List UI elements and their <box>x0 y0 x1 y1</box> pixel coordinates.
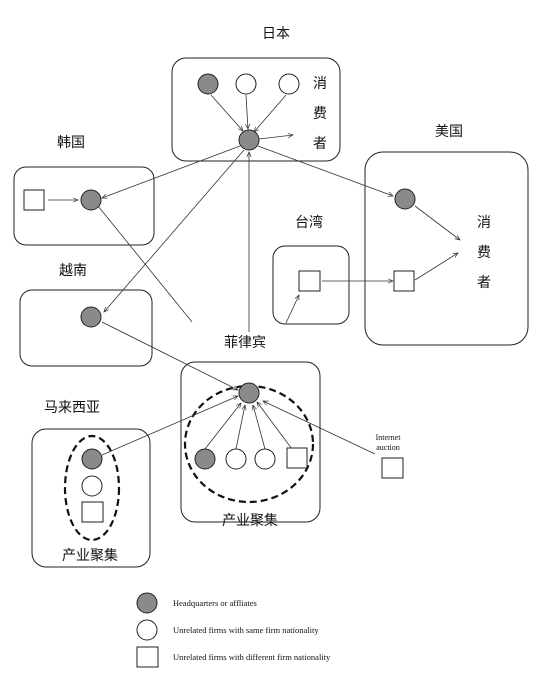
legend-hq-symbol <box>136 592 158 614</box>
jp-hq-node <box>197 73 219 95</box>
jp-consumer-char-2: 费 <box>313 106 327 122</box>
korea-box <box>13 166 155 246</box>
my-diff-firm-node <box>81 501 104 523</box>
legend-same-symbol <box>136 619 158 641</box>
legend-hq-text: Headquarters or affliates <box>173 598 257 608</box>
arrow-into-taiwan <box>285 295 300 324</box>
arrow-jp-same2-to-center <box>254 94 287 132</box>
japan-box <box>171 57 341 162</box>
us-consumer-char-1: 消 <box>477 215 491 231</box>
taiwan-box <box>272 245 350 325</box>
arrow-ph-same2-to-center <box>253 405 266 450</box>
legend-diff-text: Unrelated firms with different firm nati… <box>173 652 331 662</box>
ph-cluster-label: 产业聚集 <box>222 512 278 529</box>
label-philippines: 菲律宾 <box>224 335 266 351</box>
philippines-box <box>180 361 321 523</box>
arrow-jp-to-consumer <box>258 135 293 140</box>
label-malaysia: 马来西亚 <box>44 400 100 416</box>
arrow-us-hq-to-consumer <box>414 205 460 240</box>
jp-same-firm-node-2 <box>278 73 300 95</box>
legend-same-text: Unrelated firms with same firm nationali… <box>173 625 319 635</box>
ph-same-firm-node-1 <box>225 448 247 470</box>
my-same-firm-node <box>81 475 103 497</box>
us-diff-firm-node <box>393 270 415 292</box>
arrow-ph-square-to-center <box>257 402 293 450</box>
label-japan: 日本 <box>262 26 290 42</box>
auction-diff-firm-node <box>381 457 404 479</box>
my-hq-node <box>81 448 103 470</box>
usa-box <box>364 151 529 346</box>
arrow-us-square-to-consumer <box>414 253 458 281</box>
arrow-jp-to-usa <box>257 145 393 196</box>
vn-hq-node <box>80 306 102 328</box>
kr-hq-node <box>80 189 102 211</box>
ph-same-firm-node-2 <box>254 448 276 470</box>
arrow-ph-hq-to-center <box>204 403 241 450</box>
line-korea-to-ph <box>97 205 193 323</box>
arrow-my-to-ph <box>101 396 238 456</box>
arrow-jp-to-vietnam <box>104 149 245 312</box>
auction-label-line-1: Internet <box>376 433 402 442</box>
us-consumer-char-2: 费 <box>477 245 491 261</box>
arrow-vn-to-ph <box>101 321 238 390</box>
arrow-jp-same1-to-center <box>246 94 248 129</box>
label-korea: 韩国 <box>57 135 85 151</box>
us-consumer-char-3: 者 <box>477 275 491 291</box>
legend: Headquarters or affliates Unrelated firm… <box>136 592 331 668</box>
ph-center-hq-node <box>238 382 260 404</box>
tw-diff-firm-node <box>298 270 321 292</box>
arrow-auction-to-ph <box>263 400 376 455</box>
malaysia-cluster-ellipse <box>63 434 121 542</box>
malaysia-box <box>31 428 151 568</box>
label-usa: 美国 <box>435 124 463 140</box>
vietnam-box <box>19 289 153 367</box>
arrow-ph-same1-to-center <box>235 405 245 450</box>
my-cluster-label: 产业聚集 <box>62 547 118 564</box>
us-hq-node <box>394 188 416 210</box>
arrow-jp-hq-to-center <box>210 94 243 131</box>
auction-label-line-2: auction <box>376 443 400 452</box>
kr-diff-firm-node <box>23 189 45 211</box>
legend-diff-symbol <box>136 646 159 668</box>
jp-consumer-char-1: 消 <box>313 76 327 92</box>
ph-diff-firm-node <box>286 447 308 469</box>
label-taiwan: 台湾 <box>295 214 323 231</box>
arrow-jp-to-korea <box>102 145 241 198</box>
jp-consumer-char-3: 者 <box>313 136 327 152</box>
jp-same-firm-node-1 <box>235 73 257 95</box>
jp-center-hq-node <box>238 129 260 151</box>
label-vietnam: 越南 <box>59 263 87 279</box>
ph-hq-node <box>194 448 216 470</box>
